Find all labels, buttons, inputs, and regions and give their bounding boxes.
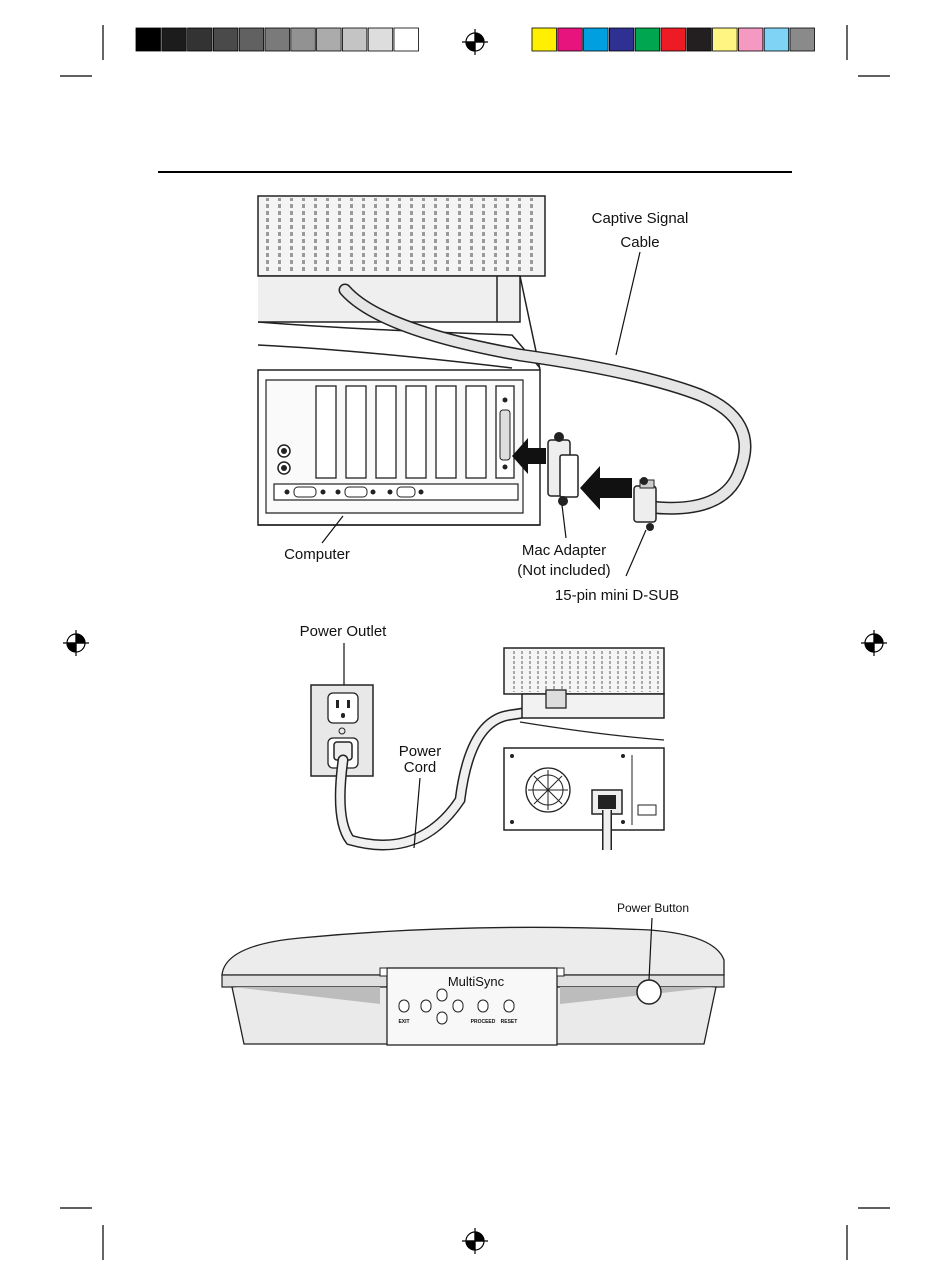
swatch: [687, 28, 712, 51]
swatch: [764, 28, 789, 51]
swatch: [213, 28, 238, 51]
figure-power-cord: Power Outlet Power Cord: [300, 623, 664, 850]
minus-button[interactable]: [421, 1000, 431, 1012]
swatch: [558, 28, 583, 51]
proceed-button[interactable]: [478, 1000, 488, 1012]
swatch: [738, 28, 763, 51]
down-button[interactable]: [437, 1012, 447, 1024]
monitor-back-illustration: [258, 196, 545, 370]
color-swatch-bar: [532, 28, 815, 51]
reset-button-label: RESET: [501, 1019, 518, 1025]
swatch: [317, 28, 342, 51]
swatch: [609, 28, 634, 51]
up-button[interactable]: [437, 989, 447, 1001]
swatch: [368, 28, 393, 51]
swatch: [162, 28, 187, 51]
reset-button[interactable]: [504, 1000, 514, 1012]
power-outlet-label: Power Outlet: [300, 623, 388, 640]
registration-target-left: [63, 630, 89, 656]
computer-back-illustration: [258, 370, 540, 525]
brand-logo: MultiSync: [448, 974, 505, 989]
mac-adapter-label-line1: Mac Adapter: [522, 542, 606, 559]
swatch: [342, 28, 367, 51]
swatch: [136, 28, 161, 51]
monitor-rear-illustration: [504, 648, 664, 850]
swatch: [188, 28, 213, 51]
swatch: [291, 28, 316, 51]
swatch: [790, 28, 815, 51]
swatch: [265, 28, 290, 51]
exit-button[interactable]: [399, 1000, 409, 1012]
grayscale-swatch-bar: [136, 28, 419, 51]
swatch: [394, 28, 419, 51]
computer-label: Computer: [284, 546, 350, 563]
power-cord-label-line1: Power: [399, 743, 442, 760]
registration-target-bottom: [462, 1228, 488, 1254]
power-button-label: Power Button: [617, 901, 689, 915]
dsub-connector-illustration: [634, 477, 656, 531]
swatch: [584, 28, 609, 51]
plus-button[interactable]: [453, 1000, 463, 1012]
figure-signal-cable: Captive Signal Cable Computer Mac Adapte…: [258, 196, 745, 604]
registration-target-right: [861, 630, 887, 656]
mac-adapter-label-line2: (Not included): [517, 562, 610, 579]
swatch: [661, 28, 686, 51]
exit-button-label: EXIT: [398, 1019, 409, 1025]
figure-front-controls: MultiSync EXIT PROCEED RESET Power Butto…: [222, 901, 724, 1045]
swatch: [713, 28, 738, 51]
captive-signal-cable-label-line2: Cable: [620, 234, 659, 251]
power-button[interactable]: [637, 980, 661, 1004]
swatch: [532, 28, 557, 51]
power-cord-label-line2: Cord: [404, 759, 437, 776]
swatch: [635, 28, 660, 51]
insert-arrow-2: [580, 466, 632, 510]
registration-target-top: [462, 29, 488, 55]
captive-signal-cable-label-line1: Captive Signal: [592, 210, 689, 227]
mac-adapter-illustration: [548, 432, 578, 506]
dsub-label: 15-pin mini D-SUB: [555, 587, 679, 604]
proceed-button-label: PROCEED: [471, 1019, 496, 1025]
swatch: [239, 28, 264, 51]
